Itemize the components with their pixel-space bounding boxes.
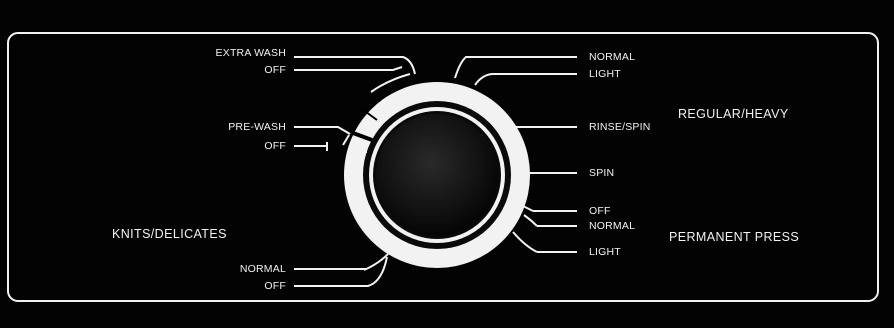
label-light-permanent: LIGHT [589,246,621,258]
label-pre-wash: PRE-WASH [184,121,286,133]
label-extra-wash: EXTRA WASH [184,47,286,59]
label-off-right: OFF [589,205,611,217]
label-off-left: OFF [184,280,286,292]
leader-light-right [475,74,577,85]
label-rinse-spin: RINSE/SPIN [589,121,651,133]
label-normal-permanent: NORMAL [589,220,635,232]
label-pre-wash-off: OFF [184,140,286,152]
leader-extra-wash [294,57,415,74]
cycle-dial[interactable] [344,82,530,268]
leader-pre-wash [294,127,350,134]
label-regular-heavy: REGULAR/HEAVY [678,108,789,120]
leader-extra-wash-off [294,67,402,70]
tick-perm-normal [524,215,537,226]
dial-knob [376,114,498,236]
label-normal-left: NORMAL [184,263,286,275]
label-light-right: LIGHT [589,68,621,80]
label-permanent-press: PERMANENT PRESS [669,231,799,243]
tick-arc-pre-wash [343,135,349,145]
label-normal-right: NORMAL [589,51,635,63]
label-extra-wash-off: OFF [184,64,286,76]
label-spin: SPIN [589,167,614,179]
label-knits-delicates: KNITS/DELICATES [112,228,227,240]
leader-off [294,257,387,286]
tick-perm-light [513,232,537,252]
